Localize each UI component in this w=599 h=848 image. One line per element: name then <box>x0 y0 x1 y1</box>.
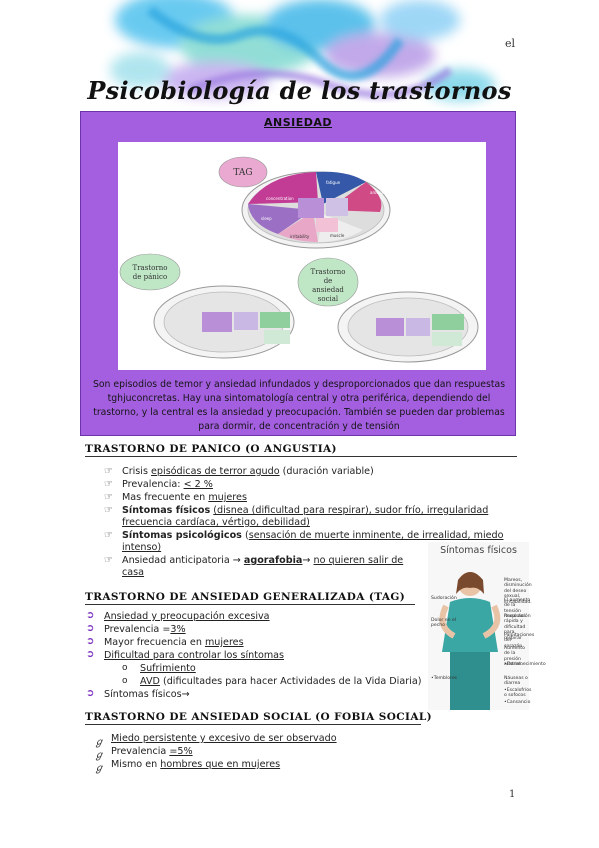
watercolor-header-decoration <box>110 0 495 101</box>
svg-text:arousal: arousal <box>370 190 385 195</box>
svg-text:sleep: sleep <box>261 216 272 221</box>
ansiedad-box-title: ANSIEDAD <box>263 116 333 129</box>
panic-diagram: Trastorno de pánico <box>119 253 295 359</box>
section-rule <box>85 724 421 725</box>
tag-label: TAG <box>233 168 252 178</box>
list-item: Mas frecuente en mujeres <box>122 492 247 503</box>
section-rule <box>85 456 517 457</box>
social-anxiety-diagram: Trastorno de ansiedad social <box>297 257 479 363</box>
arrow-bullet-icon: ➲ <box>86 636 95 647</box>
pointing-hand-icon: ☞ <box>104 479 113 490</box>
pointing-hand-icon: ☞ <box>104 505 113 516</box>
svg-text:Trastorno: Trastorno <box>133 264 168 272</box>
figure-label: •Escalofríos o sofocos <box>504 688 532 699</box>
svg-text:concentration: concentration <box>266 196 294 201</box>
list-item-continuation: casa <box>122 567 145 578</box>
svg-text:ansiedad: ansiedad <box>312 286 344 294</box>
page-title: Psicobiología de los trastornos <box>87 76 512 105</box>
page-number: 1 <box>509 789 516 800</box>
pointing-hand-icon: ☞ <box>104 492 113 503</box>
list-item: Mayor frecuencia en mujeres <box>104 637 244 648</box>
arrow-bullet-icon: ➲ <box>86 688 95 699</box>
pointing-hand-icon: ☞ <box>104 530 113 541</box>
leaf-bullet-icon: ℊ <box>94 750 104 761</box>
list-item: Ansiedad anticipatoria → agorafobia→ no … <box>122 555 404 566</box>
list-item: Miedo persistente y excesivo de ser obse… <box>111 733 337 744</box>
ansiedad-description: Son episodios de temor y ansiedad infund… <box>92 379 506 432</box>
svg-text:de pánico: de pánico <box>133 273 167 281</box>
svg-text:irritability: irritability <box>290 234 310 239</box>
list-item: Ansiedad y preocupación excesiva <box>104 611 270 622</box>
leaf-bullet-icon: ℊ <box>94 737 104 748</box>
section-heading-panico: TRASTORNO DE PANICO (O ANGUSTIA) <box>85 443 337 455</box>
figure-label: Respiración rápida y dificultad para res… <box>504 614 531 641</box>
section-heading-tag: TRASTORNO DE ANSIEDAD GENERALIZADA (TAG) <box>85 591 406 603</box>
list-item-continuation: intenso) <box>122 542 162 553</box>
section-heading-social: TRASTORNO DE ANSIEDAD SOCIAL (O FOBIA SO… <box>85 711 433 723</box>
svg-text:fatigue: fatigue <box>326 180 341 185</box>
figure-label: •Estremecimiento <box>504 662 546 667</box>
circle-bullet-icon: o <box>122 676 128 686</box>
circle-bullet-icon: o <box>122 663 128 673</box>
list-item: Prevalencia: < 2 % <box>122 479 213 490</box>
list-item: Prevalencia =3% <box>104 624 186 635</box>
list-item: Mismo en hombres que en mujeres <box>111 759 281 770</box>
figure-label: •Temblores <box>431 676 458 681</box>
figure-label: Aumento de la presión arterial. <box>504 646 525 668</box>
corner-mark: el <box>505 37 516 50</box>
physical-symptoms-figure <box>428 542 529 710</box>
leaf-bullet-icon: ℊ <box>94 763 104 774</box>
svg-text:muscle: muscle <box>330 233 345 238</box>
list-item: Dificultad para controlar los síntomas <box>104 650 285 661</box>
section-rule <box>85 604 415 605</box>
figure-label: Mareos, disminución del deseo sexual, ir… <box>504 578 532 605</box>
arrow-bullet-icon: ➲ <box>86 610 95 621</box>
pointing-hand-icon: ☞ <box>104 466 113 477</box>
figure-label: El aumento de la tensión muscular. <box>504 598 531 620</box>
svg-text:social: social <box>318 295 339 303</box>
figure-label: Dolor en el pecho <box>431 618 457 629</box>
figure-label: Palpitaciones del corazón. <box>504 633 535 649</box>
sub-list-item: AVD (dificultades para hacer Actividades… <box>140 676 422 687</box>
arrow-bullet-icon: ➲ <box>86 649 95 660</box>
list-item: Síntomas físicos (disnea (dificultad par… <box>122 505 489 516</box>
figure-label: •Cansancio <box>504 700 531 705</box>
svg-text:Trastorno: Trastorno <box>311 268 346 276</box>
figure-label: Sudoración <box>431 596 457 601</box>
anxiety-disorders-diagram: fatigue arousal concentration sleep irri… <box>118 142 486 370</box>
tag-diagram: fatigue arousal concentration sleep irri… <box>218 156 391 249</box>
ansiedad-box: ANSIEDAD fatigue arousal concentration s… <box>80 111 516 436</box>
sub-list-item: Sufrimiento <box>140 663 196 674</box>
list-item: Síntomas físicos→ <box>104 689 190 700</box>
list-item: Prevalencia =5% <box>111 746 193 757</box>
pointing-hand-icon: ☞ <box>104 555 113 566</box>
figure-label: Náuseas o diarrea <box>504 676 528 687</box>
figure-title: Síntomas físicos <box>440 545 517 556</box>
arrow-bullet-icon: ➲ <box>86 623 95 634</box>
svg-text:de: de <box>324 277 333 285</box>
list-item: Síntomas psicológicos (sensación de muer… <box>122 530 504 541</box>
list-item-continuation: frecuencia cardíaca, vértigo, debilidad) <box>122 517 310 528</box>
list-item: Crisis episódicas de terror agudo (durac… <box>122 466 374 477</box>
